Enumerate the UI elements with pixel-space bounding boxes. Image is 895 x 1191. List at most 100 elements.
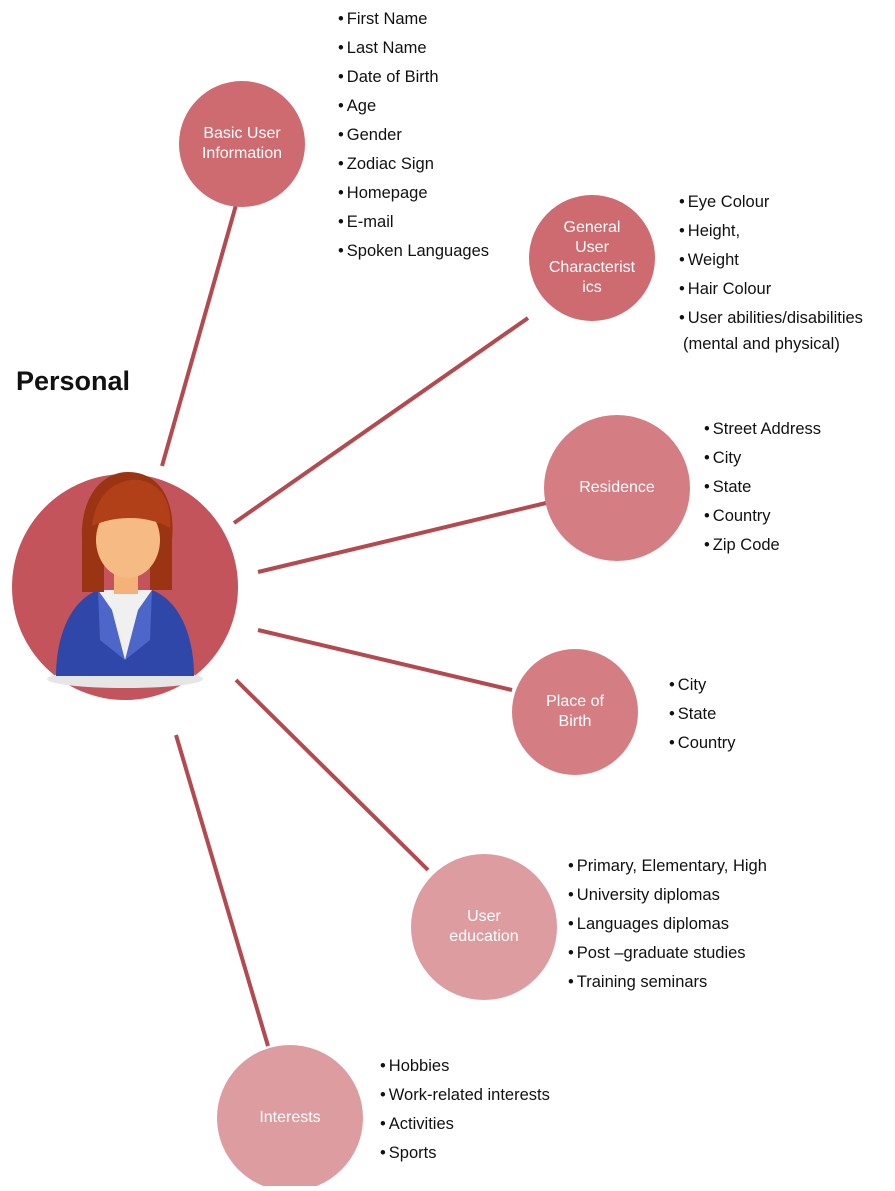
node-general-user-characteristics: General User Characterist ics xyxy=(548,219,636,296)
bullet-icon: • xyxy=(380,1115,386,1133)
connector-birth xyxy=(257,628,513,692)
list-item-text: First Name xyxy=(346,10,428,28)
bullet-icon: • xyxy=(568,857,574,875)
list-item: •Street Address xyxy=(704,415,821,444)
bubble-residence xyxy=(544,415,690,561)
list-item-text: City xyxy=(677,676,707,694)
list-item: •Height, xyxy=(679,217,863,246)
bullet-icon: • xyxy=(338,155,344,173)
bullet-icon: • xyxy=(568,915,574,933)
connector-education xyxy=(234,678,430,872)
user-avatar-icon xyxy=(47,472,203,688)
node-basic-user-information: Basic User Information xyxy=(201,125,283,162)
list-item: •Work-related interests xyxy=(380,1081,550,1110)
list-item: •City xyxy=(704,444,821,473)
bullet-icon: • xyxy=(704,536,710,554)
bullet-icon: • xyxy=(669,705,675,723)
bullet-icon: • xyxy=(704,507,710,525)
list-item-text: (mental and physical) xyxy=(683,335,840,353)
connector-lines xyxy=(160,204,547,1047)
bullet-icon: • xyxy=(568,944,574,962)
list-item: •E-mail xyxy=(338,208,489,237)
list-item: •Hobbies xyxy=(380,1052,550,1081)
bullet-icon: • xyxy=(669,734,675,752)
user-education-list: •Primary, Elementary, High•University di… xyxy=(568,852,767,997)
bullet-icon: • xyxy=(338,126,344,144)
connector-interests xyxy=(174,734,270,1047)
list-item-text: State xyxy=(677,705,717,723)
list-item: •Gender xyxy=(338,121,489,150)
bullet-icon: • xyxy=(338,184,344,202)
interests-list: •Hobbies•Work-related interests•Activiti… xyxy=(380,1052,550,1168)
list-item: •First Name xyxy=(338,5,489,34)
list-item: •Sports xyxy=(380,1139,550,1168)
list-item: •Weight xyxy=(679,246,863,275)
list-item: •Last Name xyxy=(338,34,489,63)
bullet-icon: • xyxy=(679,193,685,211)
node-interests: Interests xyxy=(259,1109,321,1126)
list-item: •Zip Code xyxy=(704,531,821,560)
list-item-text: Training seminars xyxy=(576,973,708,991)
node-bubbles xyxy=(179,81,690,1186)
list-item: •Country xyxy=(669,729,736,758)
list-item-text: Last Name xyxy=(346,39,427,57)
residence-list: •Street Address•City•State•Country•Zip C… xyxy=(704,415,821,560)
list-item-text: Zip Code xyxy=(712,536,780,554)
bullet-icon: • xyxy=(679,309,685,327)
list-item: •Spoken Languages xyxy=(338,237,489,266)
list-item-text: Post –graduate studies xyxy=(576,944,746,962)
list-item: •Hair Colour xyxy=(679,275,863,304)
list-item-text: Sports xyxy=(388,1144,437,1162)
list-item-text: Languages diplomas xyxy=(576,915,730,933)
node-user-education: User education xyxy=(449,908,519,945)
list-item: •State xyxy=(669,700,736,729)
list-item-text: Age xyxy=(346,97,377,115)
list-item-text: Gender xyxy=(346,126,402,144)
connector-general xyxy=(232,316,530,525)
list-item: •Country xyxy=(704,502,821,531)
list-item-text: Hobbies xyxy=(388,1057,450,1075)
node-place-of-birth: Place of Birth xyxy=(546,693,604,730)
bullet-icon: • xyxy=(380,1144,386,1162)
bullet-icon: • xyxy=(679,222,685,240)
bubble-education xyxy=(411,854,557,1000)
list-item-text: Country xyxy=(677,734,736,752)
list-item-text: Date of Birth xyxy=(346,68,439,86)
list-item-text: Spoken Languages xyxy=(346,242,489,260)
list-item: •Training seminars xyxy=(568,968,767,997)
general-user-characteristics-list: •Eye Colour•Height,•Weight•Hair Colour•U… xyxy=(679,188,863,355)
bullet-icon: • xyxy=(380,1057,386,1075)
bullet-icon: • xyxy=(568,886,574,904)
list-item-text: Work-related interests xyxy=(388,1086,550,1104)
list-item-text: Country xyxy=(712,507,771,525)
bullet-icon: • xyxy=(338,10,344,28)
bullet-icon: • xyxy=(338,68,344,86)
list-item-text: Primary, Elementary, High xyxy=(576,857,767,875)
basic-user-information-list: •First Name•Last Name•Date of Birth•Age•… xyxy=(338,5,489,266)
connector-basic xyxy=(160,204,238,467)
bullet-icon: • xyxy=(380,1086,386,1104)
bullet-icon: • xyxy=(704,449,710,467)
list-item: •User abilities/disabilities xyxy=(679,304,863,333)
list-item: •Activities xyxy=(380,1110,550,1139)
bubble-basic xyxy=(179,81,305,207)
bullet-icon: • xyxy=(704,478,710,496)
bullet-icon: • xyxy=(568,973,574,991)
list-item: (mental and physical) xyxy=(679,333,863,355)
connector-residence xyxy=(257,501,547,574)
diagram-title: Personal xyxy=(16,366,131,396)
list-item: •City xyxy=(669,671,736,700)
list-item-text: Height, xyxy=(687,222,741,240)
list-item-text: Hair Colour xyxy=(687,280,772,298)
list-item-text: Homepage xyxy=(346,184,428,202)
bubble-general xyxy=(529,195,655,321)
bullet-icon: • xyxy=(679,251,685,269)
list-item: •Languages diplomas xyxy=(568,910,767,939)
list-item-text: User abilities/disabilities xyxy=(687,309,863,327)
bullet-icon: • xyxy=(338,97,344,115)
list-item-text: Activities xyxy=(388,1115,454,1133)
bullet-icon: • xyxy=(338,39,344,57)
list-item: •State xyxy=(704,473,821,502)
list-item-text: Street Address xyxy=(712,420,822,438)
